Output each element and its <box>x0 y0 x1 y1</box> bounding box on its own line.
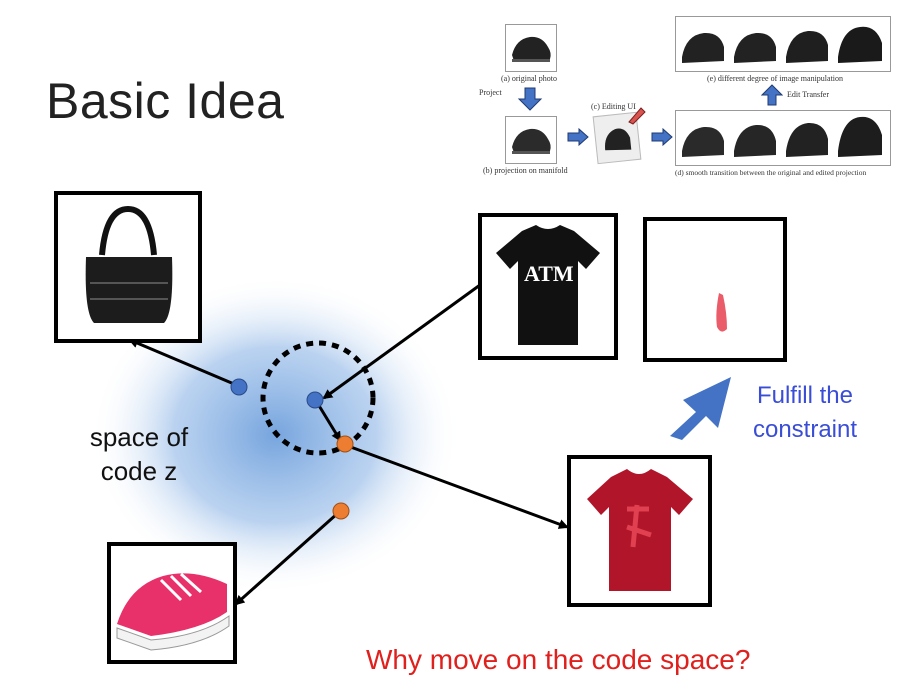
point-moved <box>336 435 354 453</box>
caption-different-degree: (e) different degree of image manipulati… <box>707 74 844 83</box>
space-label-line1: space of <box>89 422 189 452</box>
right-arrow-icon-2 <box>651 128 673 146</box>
inset-figure: (a) original photo Project (b) projectio… <box>475 10 895 180</box>
original-shoe-thumb <box>505 24 557 72</box>
transition-row <box>675 110 891 166</box>
manipulation-row <box>675 16 891 72</box>
caption-editing-ui: (c) Editing UI <box>591 102 636 111</box>
arrow-to-shoe <box>234 511 339 606</box>
fulfill-arrow-icon <box>670 377 731 440</box>
tshirt-logo: ATM <box>524 261 574 286</box>
arrow-from-tshirt <box>322 283 481 400</box>
space-label-line2: code z <box>100 456 178 486</box>
caption-edit-transfer: Edit Transfer <box>787 90 829 99</box>
slide-title: Basic Idea <box>46 73 285 129</box>
caption-smooth-transition: (d) smooth transition between the origin… <box>675 168 867 177</box>
project-arrow-icon <box>517 87 543 111</box>
pencil-icon <box>628 107 646 125</box>
dashed-circle <box>260 340 376 456</box>
caption-projection: (b) projection on manifold <box>483 166 568 175</box>
arrow-to-bag <box>128 338 235 386</box>
red-tshirt-image <box>567 455 712 607</box>
arrow-move-point <box>316 403 342 442</box>
up-arrow-icon <box>761 84 783 106</box>
sneaker-image <box>107 542 237 664</box>
caption-project: Project <box>479 88 502 97</box>
constraint-label-line2: constraint <box>752 416 858 443</box>
point-shoe <box>332 502 350 520</box>
question-text: Why move on the code space? <box>366 644 751 675</box>
space-label: space of code z <box>76 420 202 488</box>
arrow-to-red-tshirt <box>347 444 569 529</box>
constraint-label-line1: Fulfill the <box>756 382 854 409</box>
editing-ui-thumb <box>592 111 642 165</box>
point-bag <box>230 378 248 396</box>
projection-shoe-thumb <box>505 116 557 164</box>
constraint-label: Fulfill the constraint <box>740 379 870 447</box>
handbag-image <box>54 191 202 343</box>
point-center <box>306 391 324 409</box>
right-arrow-icon-1 <box>567 128 589 146</box>
constraint-sketch-image <box>643 217 787 362</box>
tshirt-atm-image: ATM <box>478 213 618 360</box>
caption-original-photo: (a) original photo <box>501 74 557 83</box>
